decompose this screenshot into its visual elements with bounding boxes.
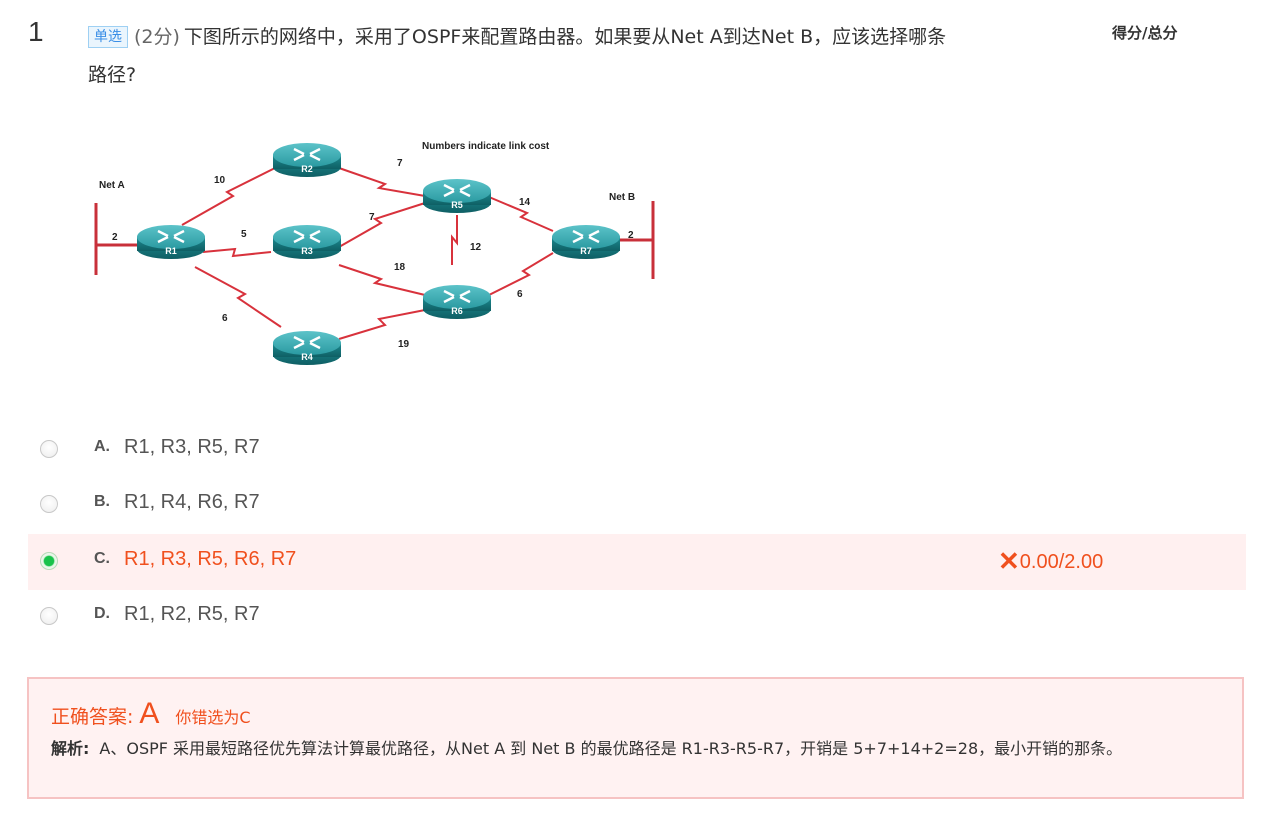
- question-points: (2分): [134, 26, 180, 48]
- option-letter: C.: [94, 550, 110, 567]
- network-diagram: R2 R1 R3 R4 R5 R6 R7 Numbers indicate li…: [94, 141, 655, 365]
- router-label: R2: [301, 164, 313, 174]
- correct-answer-label: 正确答案:: [51, 706, 134, 728]
- router-label: R5: [451, 200, 463, 210]
- link-cost: 2: [112, 232, 118, 243]
- link-cost: 7: [397, 158, 403, 169]
- link-cost: 6: [222, 313, 228, 324]
- score-header: 得分/总分: [1112, 24, 1178, 42]
- radio-button-selected[interactable]: [40, 552, 58, 570]
- option-b[interactable]: B. R1, R4, R6, R7: [28, 477, 1246, 533]
- router-r4-icon: [273, 331, 341, 365]
- option-letter: D.: [94, 605, 110, 622]
- question-number: 1: [28, 16, 44, 47]
- option-text: R1, R2, R5, R7: [124, 603, 260, 625]
- analysis-label: 解析:: [51, 739, 90, 758]
- link-cost: 6: [517, 289, 523, 300]
- link-cost: 14: [519, 197, 531, 208]
- router-label: R4: [301, 352, 313, 362]
- correct-answer-line: 正确答案:A 你错选为C: [51, 697, 251, 731]
- option-a[interactable]: A. R1, R3, R5, R7: [28, 422, 1246, 478]
- router-label: R7: [580, 246, 592, 256]
- option-text: R1, R3, R5, R7: [124, 436, 260, 458]
- score-value: 0.00/2.00: [1019, 551, 1104, 573]
- option-c[interactable]: C. R1, R3, R5, R6, R7 ✕0.00/2.00: [28, 534, 1246, 590]
- analysis-text: A、OSPF 采用最短路径优先算法计算最优路径，从Net A 到 Net B 的…: [99, 739, 1123, 758]
- option-letter: B.: [94, 493, 110, 510]
- router-r7-icon: [552, 225, 620, 259]
- question-header: 单选 (2分)下图所示的网络中，采用了OSPF来配置路由器。如果要从Net A到达…: [88, 18, 948, 94]
- wrong-mark-icon: ✕: [998, 546, 1020, 576]
- option-text: R1, R4, R6, R7: [124, 491, 260, 513]
- question-type-badge: 单选: [88, 26, 128, 48]
- router-label: R6: [451, 306, 463, 316]
- radio-button[interactable]: [40, 607, 58, 625]
- option-d[interactable]: D. R1, R2, R5, R7: [28, 589, 1246, 645]
- option-score: ✕0.00/2.00: [998, 546, 1103, 577]
- link-cost: 10: [214, 175, 226, 186]
- link-cost: 5: [241, 229, 247, 240]
- router-r5-icon: [423, 179, 491, 213]
- your-choice: 你错选为C: [175, 708, 251, 727]
- link-cost: 18: [394, 262, 406, 273]
- question-text: 下图所示的网络中，采用了OSPF来配置路由器。如果要从Net A到达Net B，…: [88, 26, 947, 86]
- diagram-caption: Numbers indicate link cost: [422, 141, 550, 152]
- net-b-label: Net B: [609, 192, 635, 203]
- radio-button[interactable]: [40, 440, 58, 458]
- link-cost: 2: [628, 230, 634, 241]
- router-label: R1: [165, 246, 177, 256]
- correct-answer-value: A: [139, 697, 160, 730]
- router-r2-icon: [273, 143, 341, 177]
- link-cost: 12: [470, 242, 482, 253]
- router-r6-icon: [423, 285, 491, 319]
- analysis: 解析: A、OSPF 采用最短路径优先算法计算最优路径，从Net A 到 Net …: [51, 737, 1221, 761]
- router-label: R3: [301, 246, 313, 256]
- answer-box: 正确答案:A 你错选为C 解析: A、OSPF 采用最短路径优先算法计算最优路径，从…: [27, 677, 1244, 799]
- option-letter: A.: [94, 438, 110, 455]
- link-cost: 7: [369, 212, 375, 223]
- link-cost: 19: [398, 339, 410, 350]
- radio-button[interactable]: [40, 495, 58, 513]
- option-text: R1, R3, R5, R6, R7: [124, 548, 297, 570]
- net-a-label: Net A: [99, 180, 125, 191]
- router-r1-icon: [137, 225, 205, 259]
- router-r3-icon: [273, 225, 341, 259]
